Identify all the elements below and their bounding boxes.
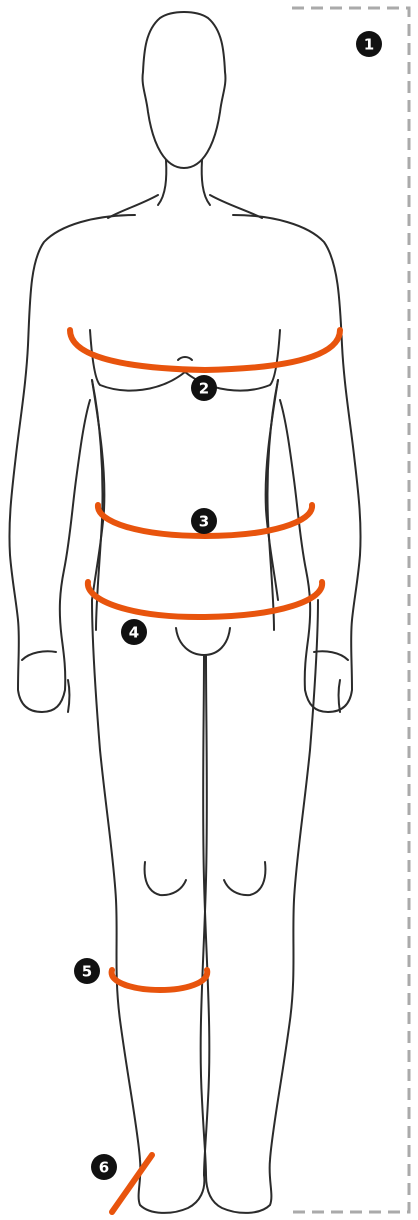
left-leg-outline <box>92 600 204 1213</box>
measurement-lines <box>70 330 340 1212</box>
marker-chest: 2 <box>191 375 217 401</box>
calf-measure-line <box>112 970 208 990</box>
marker-foot: 6 <box>91 1154 117 1180</box>
svg-text:1: 1 <box>364 36 374 54</box>
svg-text:2: 2 <box>199 380 209 398</box>
right-arm-outline <box>233 215 361 712</box>
svg-text:5: 5 <box>82 963 92 981</box>
right-leg-outline <box>206 600 318 1213</box>
head-outline <box>143 12 226 168</box>
marker-calf: 5 <box>74 958 100 984</box>
hips-measure-line <box>88 582 322 617</box>
body-outline <box>9 12 360 1213</box>
chest-measure-line <box>70 330 340 370</box>
marker-waist: 3 <box>191 508 217 534</box>
svg-text:3: 3 <box>199 513 209 531</box>
left-arm-outline <box>9 215 135 712</box>
svg-text:6: 6 <box>99 1159 109 1177</box>
marker-hips: 4 <box>121 619 147 645</box>
marker-height: 1 <box>356 31 382 57</box>
foot-measure-line <box>112 1155 152 1212</box>
svg-text:4: 4 <box>129 624 139 642</box>
